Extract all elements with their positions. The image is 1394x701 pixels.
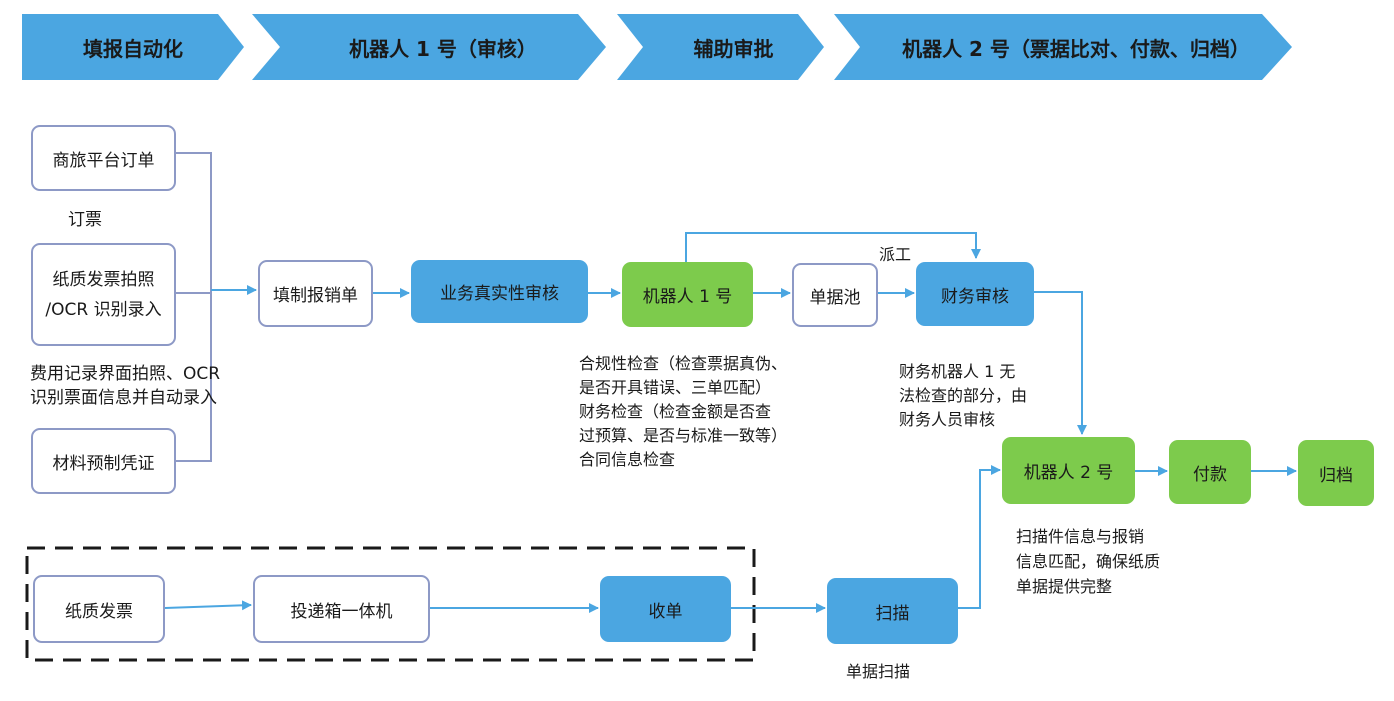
phase-label-fill-automation: 填报自动化 <box>83 36 183 61</box>
node-authenticity-review: 业务真实性审核 <box>411 260 588 323</box>
node-robot2: 机器人 2 号 <box>1002 437 1135 504</box>
dispatch-line <box>685 232 981 262</box>
phase-label-assist-approval: 辅助审批 <box>693 36 774 61</box>
note-ticket-booking: 订票 <box>68 210 102 230</box>
node-archive: 归档 <box>1298 440 1374 506</box>
phase-chevron-4 <box>834 14 1292 80</box>
node-travel-order: 商旅平台订单 <box>31 125 176 191</box>
note-finance-manual: 财务机器人 1 无 法检查的部分，由 财务人员审核 <box>899 362 1028 429</box>
node-fill-form: 填制报销单 <box>258 260 373 327</box>
node-doc-pool: 单据池 <box>792 263 878 327</box>
note-doc-scan: 单据扫描 <box>846 662 911 681</box>
arrow-finance-to-robot2 <box>1034 291 1087 435</box>
arrow-scan-to-robot2 <box>958 465 1001 609</box>
label-dispatch: 派工 <box>879 245 912 264</box>
node-collect: 收单 <box>600 576 731 642</box>
node-dropbox-machine: 投递箱一体机 <box>253 575 430 643</box>
phase-label-robot2: 机器人 2 号（票据比对、付款、归档） <box>902 36 1250 61</box>
node-paper-invoice: 纸质发票 <box>33 575 165 643</box>
node-finance-review: 财务审核 <box>916 262 1034 326</box>
phase-chevron-2 <box>252 14 606 80</box>
note-robot1-checks: 合规性检查（检查票据真伪、 是否开具错误、三单匹配） 财务检查（检查金额是否查 … <box>579 354 788 469</box>
phase-chevron-3 <box>617 14 824 80</box>
node-payment: 付款 <box>1169 440 1251 504</box>
node-invoice-photo: 纸质发票拍照 /OCR 识别录入 <box>31 243 176 346</box>
phase-label-robot1-review: 机器人 1 号（审核） <box>349 36 537 61</box>
node-material-voucher: 材料预制凭证 <box>31 428 176 494</box>
source-bracket <box>176 152 212 462</box>
node-robot1: 机器人 1 号 <box>622 262 753 327</box>
node-scan: 扫描 <box>827 578 958 644</box>
phase-chevron-1 <box>22 14 244 80</box>
arrow-to-dropbox <box>164 600 252 611</box>
note-robot2-match: 扫描件信息与报销 信息匹配，确保纸质 单据提供完整 <box>1016 527 1161 596</box>
note-ocr-entry: 费用记录界面拍照、OCR 识别票面信息并自动录入 <box>30 364 221 408</box>
